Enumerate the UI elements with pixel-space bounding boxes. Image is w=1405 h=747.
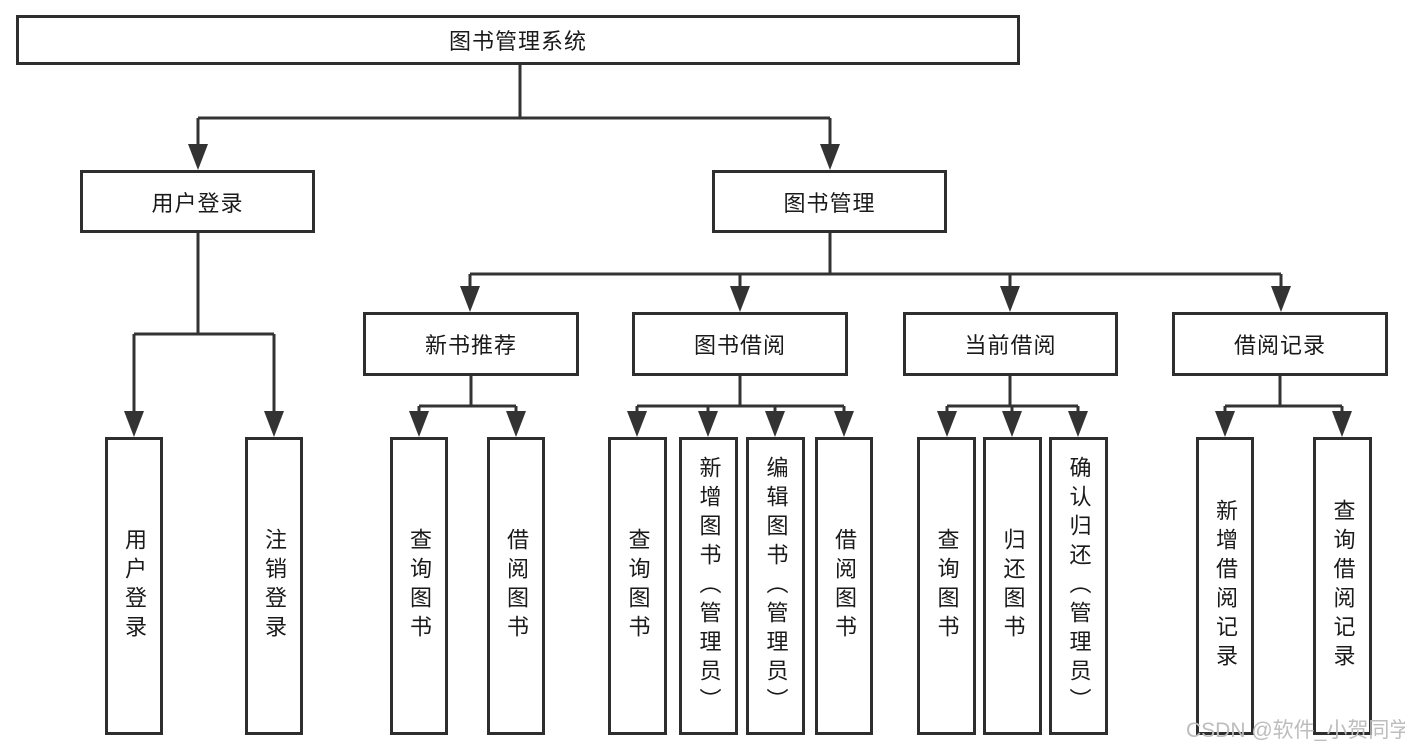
leaf-confirm-return-admin: 确认归还（管理员） — [1049, 437, 1108, 735]
leaf-query-books-current: 查询图书 — [917, 437, 976, 735]
leaf-label: 查询借阅记录 — [1330, 499, 1356, 673]
leaf-query-borrow-record: 查询借阅记录 — [1313, 437, 1372, 735]
node-borrow-records: 借阅记录 — [1172, 312, 1388, 376]
node-current-borrow: 当前借阅 — [903, 312, 1118, 376]
leaf-label: 新增图书（管理员） — [696, 455, 722, 717]
leaf-label: 借阅图书 — [504, 528, 529, 644]
leaf-label: 查询图书 — [625, 528, 651, 644]
leaf-user-login: 用户登录 — [105, 437, 163, 735]
leaf-query-books-borrow: 查询图书 — [608, 437, 667, 735]
leaf-label: 注销登录 — [262, 528, 287, 644]
node-label: 图书管理系统 — [448, 29, 587, 54]
leaf-return-books: 归还图书 — [983, 437, 1042, 735]
leaf-label: 查询图书 — [934, 528, 960, 644]
leaf-edit-books-admin: 编辑图书（管理员） — [746, 437, 805, 735]
leaf-label: 查询图书 — [407, 528, 432, 644]
leaf-borrow-books-recommend: 借阅图书 — [487, 437, 545, 735]
node-label: 图书借阅 — [693, 333, 786, 358]
node-user-login: 用户登录 — [80, 170, 315, 233]
leaf-add-borrow-record: 新增借阅记录 — [1196, 437, 1254, 735]
leaf-logout: 注销登录 — [245, 437, 303, 735]
node-label: 图书管理 — [783, 190, 876, 216]
node-book-management: 图书管理 — [712, 170, 947, 233]
node-book-borrow: 图书借阅 — [632, 312, 848, 376]
node-new-book-recommend: 新书推荐 — [363, 312, 579, 376]
node-label: 用户登录 — [151, 190, 244, 216]
node-root-system: 图书管理系统 — [16, 15, 1020, 65]
node-label: 当前借阅 — [964, 333, 1057, 358]
leaf-add-books-admin: 新增图书（管理员） — [679, 437, 738, 735]
leaf-label: 编辑图书（管理员） — [763, 455, 789, 717]
csdn-watermark: CSDN @软件_小贺同学 — [1186, 719, 1405, 742]
leaf-label: 归还图书 — [1000, 528, 1026, 644]
node-label: 新书推荐 — [424, 333, 517, 358]
leaf-borrow-books: 借阅图书 — [815, 437, 873, 735]
leaf-query-books-recommend: 查询图书 — [390, 437, 448, 735]
node-label: 借阅记录 — [1233, 333, 1326, 358]
leaf-label: 确认归还（管理员） — [1066, 455, 1092, 717]
leaf-label: 借阅图书 — [832, 528, 857, 644]
leaf-label: 用户登录 — [122, 528, 147, 644]
leaf-label: 新增借阅记录 — [1213, 499, 1238, 673]
